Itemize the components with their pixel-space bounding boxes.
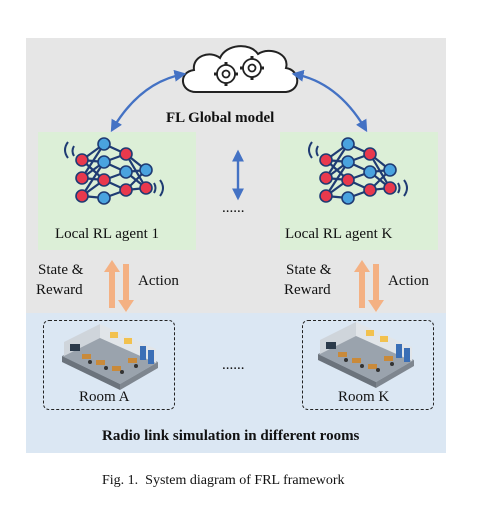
state-action-arrows-left bbox=[104, 260, 134, 312]
neural-network-icon bbox=[63, 136, 165, 206]
global-model-label: FL Global model bbox=[166, 110, 275, 126]
room-floorplan-icon bbox=[62, 324, 158, 390]
agent-left-label: Local RL agent 1 bbox=[55, 226, 159, 242]
rooms-ellipsis: ...... bbox=[222, 357, 245, 373]
room-k-box bbox=[302, 320, 434, 410]
state-action-arrows-right bbox=[354, 260, 384, 312]
agent-right-label: Local RL agent K bbox=[285, 226, 393, 242]
neural-network-icon bbox=[307, 136, 409, 206]
action-left-label: Action bbox=[138, 273, 179, 289]
state-reward-left-line2: Reward bbox=[36, 282, 83, 298]
state-reward-right-line2: Reward bbox=[284, 282, 331, 298]
room-a-box bbox=[43, 320, 175, 410]
agents-ellipsis: ...... bbox=[222, 200, 245, 216]
local-agent-k-box bbox=[280, 132, 438, 250]
room-k-label: Room K bbox=[338, 389, 390, 405]
state-reward-left-line1: State & bbox=[38, 262, 84, 278]
room-floorplan-icon bbox=[318, 322, 414, 388]
state-reward-right-line1: State & bbox=[286, 262, 332, 278]
global-link-arrows bbox=[110, 69, 368, 201]
room-a-label: Room A bbox=[79, 389, 130, 405]
rooms-caption: Radio link simulation in different rooms bbox=[102, 428, 360, 444]
action-right-label: Action bbox=[388, 273, 429, 289]
cloud-gears-icon bbox=[182, 45, 299, 93]
figure-caption: Fig. 1. System diagram of FRL framework bbox=[102, 473, 345, 488]
